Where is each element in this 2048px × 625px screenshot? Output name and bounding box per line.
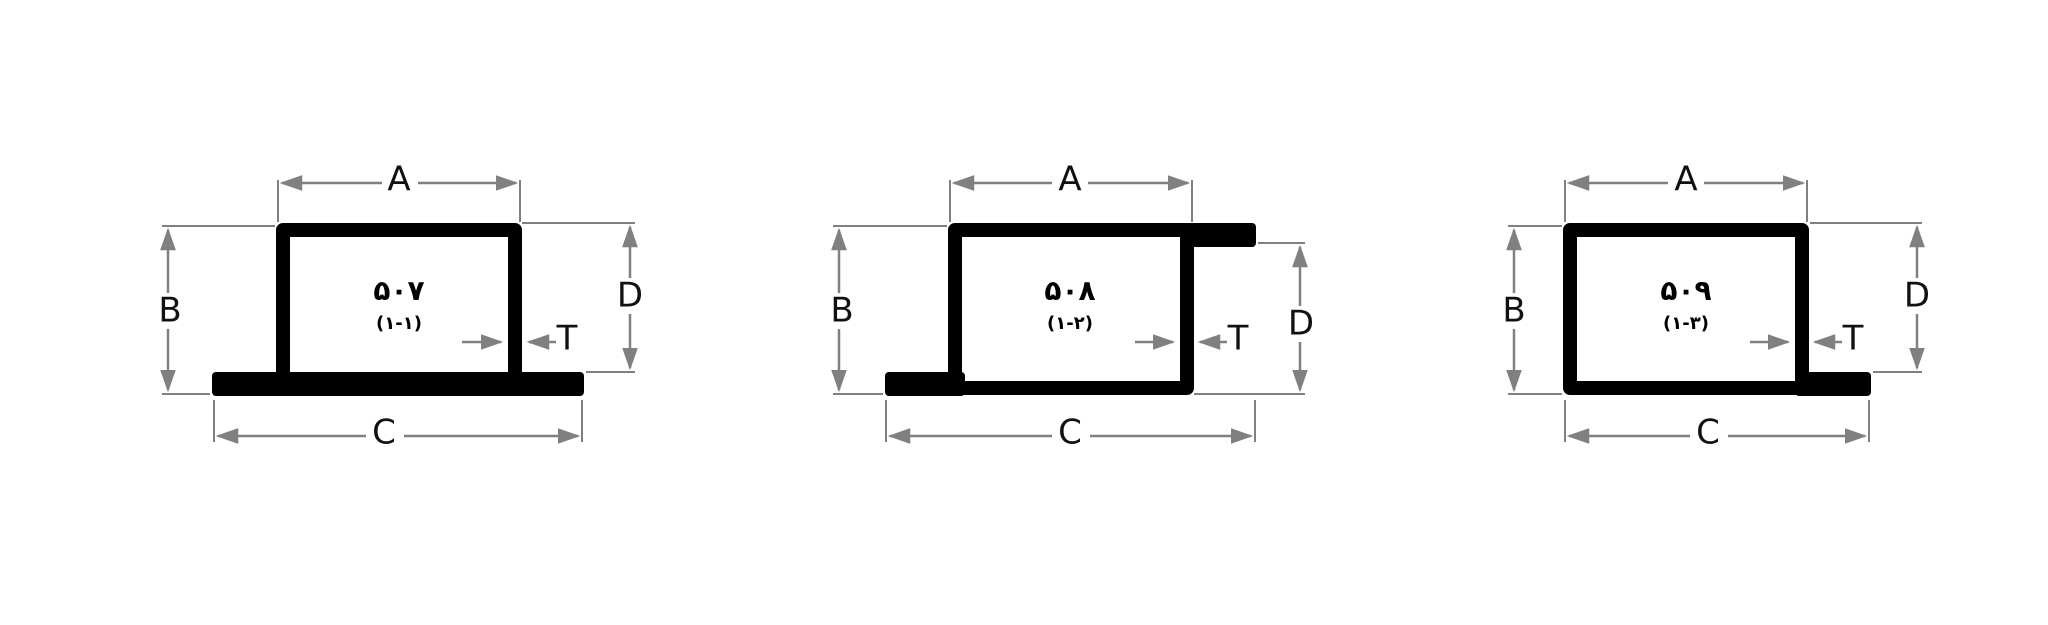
profile-509-code: ۵۰۹ xyxy=(1660,274,1711,307)
profile-509-label-c: C xyxy=(1696,413,1720,453)
profile-507-flange xyxy=(212,372,584,396)
profile-509-sub: (۱-۳) xyxy=(1663,313,1709,334)
profile-509-label-t: T xyxy=(1842,319,1864,359)
profile-508-label-b: B xyxy=(830,291,853,331)
profile-508-label-a: A xyxy=(1058,160,1081,200)
profile-509-flange xyxy=(1795,372,1871,396)
profile-508-label-c: C xyxy=(1058,413,1082,453)
profile-507-label-c: C xyxy=(372,413,396,453)
profile-507-code: ۵۰۷ xyxy=(373,274,424,307)
profile-507-label-d: D xyxy=(617,276,643,316)
profile-507-label-a: A xyxy=(387,160,410,200)
profile-507-label-t: T xyxy=(556,319,578,359)
profile-508-box xyxy=(948,223,1194,395)
profile-507: A B C D T ۵۰۷ (۱-۱) xyxy=(155,160,648,454)
profile-508-label-t: T xyxy=(1227,319,1249,359)
profile-507-label-b: B xyxy=(158,291,181,331)
profile-509: A B C D T ۵۰۹ (۱-۳) xyxy=(1499,160,1935,454)
profile-507-box xyxy=(276,223,522,395)
profile-508-flange-left xyxy=(885,372,965,396)
profile-509-box xyxy=(1563,223,1809,395)
profile-508: A B C D T ۵۰۸ (۱-۲) xyxy=(826,160,1318,454)
profile-507-sub: (۱-۱) xyxy=(376,313,422,334)
profile-508-sub: (۱-۲) xyxy=(1047,313,1093,334)
profile-509-label-a: A xyxy=(1674,160,1697,200)
profile-508-code: ۵۰۸ xyxy=(1044,274,1095,307)
profile-509-label-b: B xyxy=(1502,291,1525,331)
profile-508-label-d: D xyxy=(1288,304,1314,344)
profile-509-label-d: D xyxy=(1904,276,1930,316)
profile-508-flange-right xyxy=(1180,223,1256,247)
